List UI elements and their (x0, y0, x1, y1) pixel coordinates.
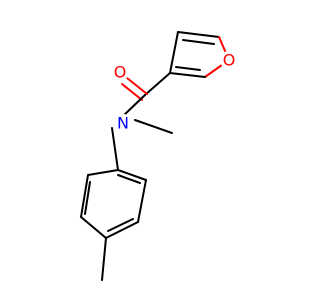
structure-diagram: O O N (80, 31, 238, 281)
bond-furan-c3-c4-inner (182, 39, 215, 45)
bond-carbonyl-double-2 (121, 83, 143, 101)
bond-ch2-ring (87, 169, 119, 176)
bond-furan-c3-c4 (177, 31, 220, 38)
bond-ring-inner-b (107, 218, 134, 232)
amide-nitrogen-label: N (117, 114, 129, 133)
bond-furan-c5-c2 (169, 72, 206, 78)
bond-ring-carbonyl (144, 72, 171, 96)
bond-ring-4-5 (137, 179, 147, 223)
bond-ring-3-4 (105, 221, 139, 239)
bond-n-methyl (134, 119, 173, 134)
bond-ring-2-3 (80, 216, 107, 239)
furan-oxygen-label: O (223, 51, 236, 70)
bond-n-benzyl-ch2 (111, 127, 119, 171)
bond-ring-inner-c (117, 174, 141, 184)
bond-ring-1-2 (80, 174, 89, 218)
tolyl-ring (80, 169, 147, 281)
amide-group (111, 72, 173, 171)
bond-carbonyl-n (122, 94, 146, 117)
bond-ring-methyl (101, 237, 107, 281)
bond-ring-5-6 (117, 169, 147, 181)
carbonyl-oxygen-label: O (114, 63, 127, 82)
furan-ring (169, 31, 230, 78)
bond-ring-inner-a (84, 181, 91, 215)
bond-furan-c2-c3 (169, 31, 179, 74)
bond-furan-c5-c2-inner (175, 66, 201, 71)
bond-carbonyl-double-1 (126, 77, 148, 95)
atom-labels: O O N (111, 51, 238, 133)
